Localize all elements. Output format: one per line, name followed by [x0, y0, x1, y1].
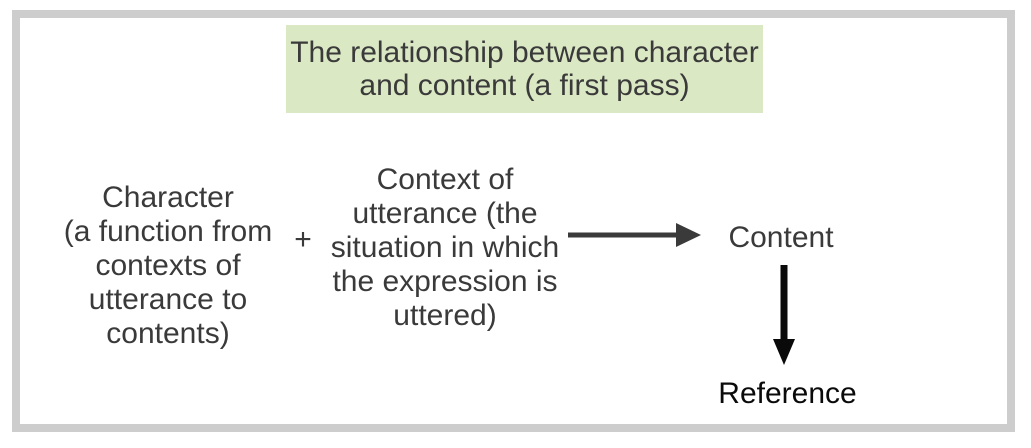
context-of-utterance-block: Context of utterance (the situation in w… [330, 163, 560, 332]
character-block: Character (a function from contexts of u… [63, 181, 273, 350]
reference-label: Reference [718, 377, 857, 410]
content-label: Content [728, 221, 834, 254]
figure-frame [12, 10, 1015, 432]
figure-title: The relationship between character and c… [290, 36, 759, 102]
plus-operator: + [294, 223, 312, 256]
title-box: The relationship between character and c… [286, 25, 763, 113]
right-arrow-icon [568, 223, 701, 247]
down-arrow-icon [773, 265, 795, 365]
